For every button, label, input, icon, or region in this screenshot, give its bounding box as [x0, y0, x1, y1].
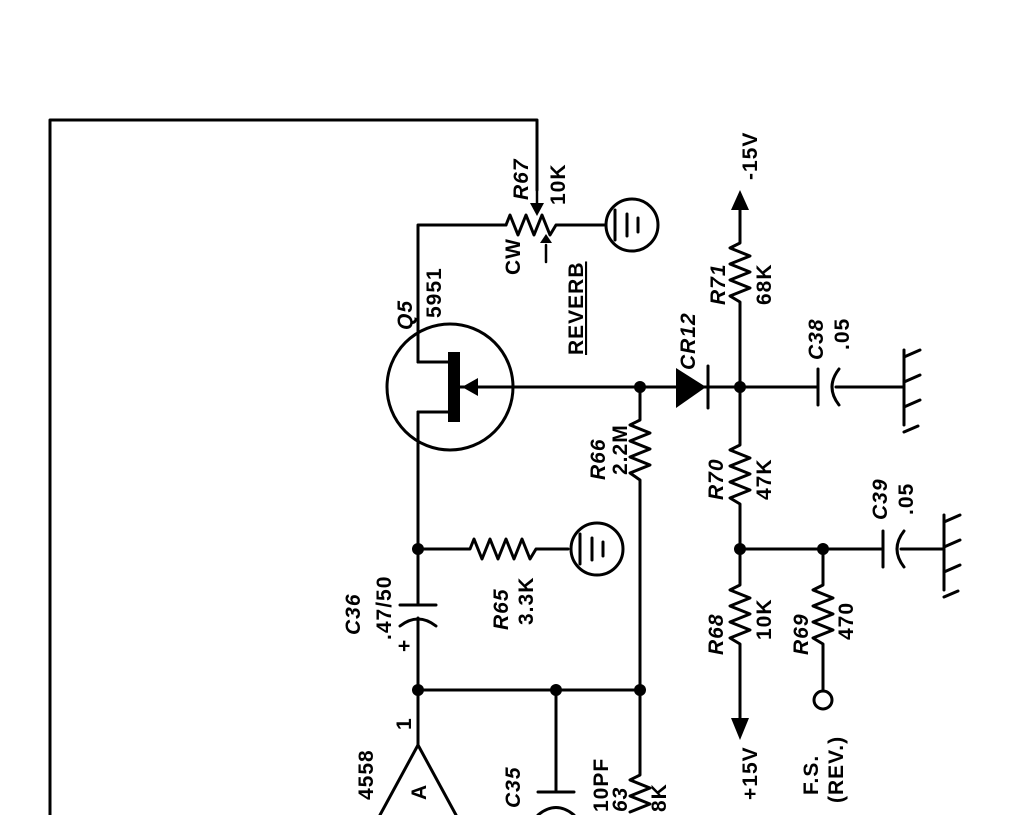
r71-resistor [728, 190, 752, 389]
r69-resistor [811, 547, 835, 711]
label-c36-ref: C36 [342, 593, 365, 635]
label-opamp-part: 4558 [355, 749, 378, 800]
label-c38-value: .05 [831, 318, 854, 350]
label-r66-ref: R66 [587, 438, 610, 480]
label-r71-value: 68K [753, 263, 776, 305]
label-r63-value: 8K [648, 783, 671, 812]
label-opamp-unit: A [408, 784, 431, 800]
label-r65-ref: R65 [490, 588, 513, 630]
label-c36-polarity: + [393, 639, 416, 652]
label-q5-part: 5951 [423, 267, 446, 318]
junction-dots [412, 381, 829, 696]
opamp-4558 [378, 688, 458, 815]
c39-capacitor [738, 529, 946, 569]
c36-capacitor [398, 603, 438, 628]
label-r63-ref: 63 [609, 787, 632, 812]
feedback-wire [48, 118, 539, 815]
label-r67-ref: R67 [510, 158, 533, 200]
cr12-diode [676, 364, 710, 410]
label-opamp-pin: 1 [393, 717, 416, 730]
r68-resistor [728, 547, 752, 740]
label-q5-ref: Q5 [394, 300, 417, 330]
label-r67-value: 10K [547, 163, 570, 205]
label-c35-ref: C35 [502, 766, 525, 808]
ground-symbol-r67 [604, 197, 660, 253]
label-r70-value: 47K [753, 458, 776, 500]
r66-resistor [628, 385, 652, 692]
label-fs: F.S. [800, 755, 823, 795]
label-fs-rev: (REV.) [825, 736, 848, 803]
label-c39-ref: C39 [869, 478, 892, 520]
label-r65-value: 3.3K [515, 577, 538, 625]
ground-symbol-r65 [569, 521, 625, 577]
label-reverb: REVERB [565, 261, 588, 355]
label-c36-value: .47/50 [373, 576, 396, 640]
c35-capacitor [536, 688, 576, 815]
c38-capacitor [738, 367, 906, 407]
r65-resistor [416, 537, 570, 561]
label-r68-value: 10K [753, 598, 776, 640]
r67-potentiometer [416, 188, 607, 342]
label-neg-15v: -15V [739, 132, 762, 180]
label-r68-ref: R68 [705, 613, 728, 655]
ground-symbol-c39 [942, 513, 962, 599]
label-cr12-ref: CR12 [677, 312, 700, 370]
label-r71-ref: R71 [707, 263, 730, 305]
label-c38-ref: C38 [805, 318, 828, 360]
label-pos-15v: +15V [739, 746, 762, 800]
label-r67-cw: CW [502, 238, 525, 275]
label-r69-ref: R69 [790, 613, 813, 655]
label-r70-ref: R70 [705, 458, 728, 500]
label-c39-value: .05 [895, 483, 918, 515]
r70-resistor [728, 385, 752, 551]
label-r66-value: 2.2M [609, 424, 632, 475]
label-r69-value: 470 [835, 602, 858, 640]
r63-resistor [628, 688, 652, 814]
ground-symbol-c38 [902, 348, 922, 434]
q5-fet [385, 322, 742, 452]
label-c35-value: 10PF [590, 758, 613, 812]
